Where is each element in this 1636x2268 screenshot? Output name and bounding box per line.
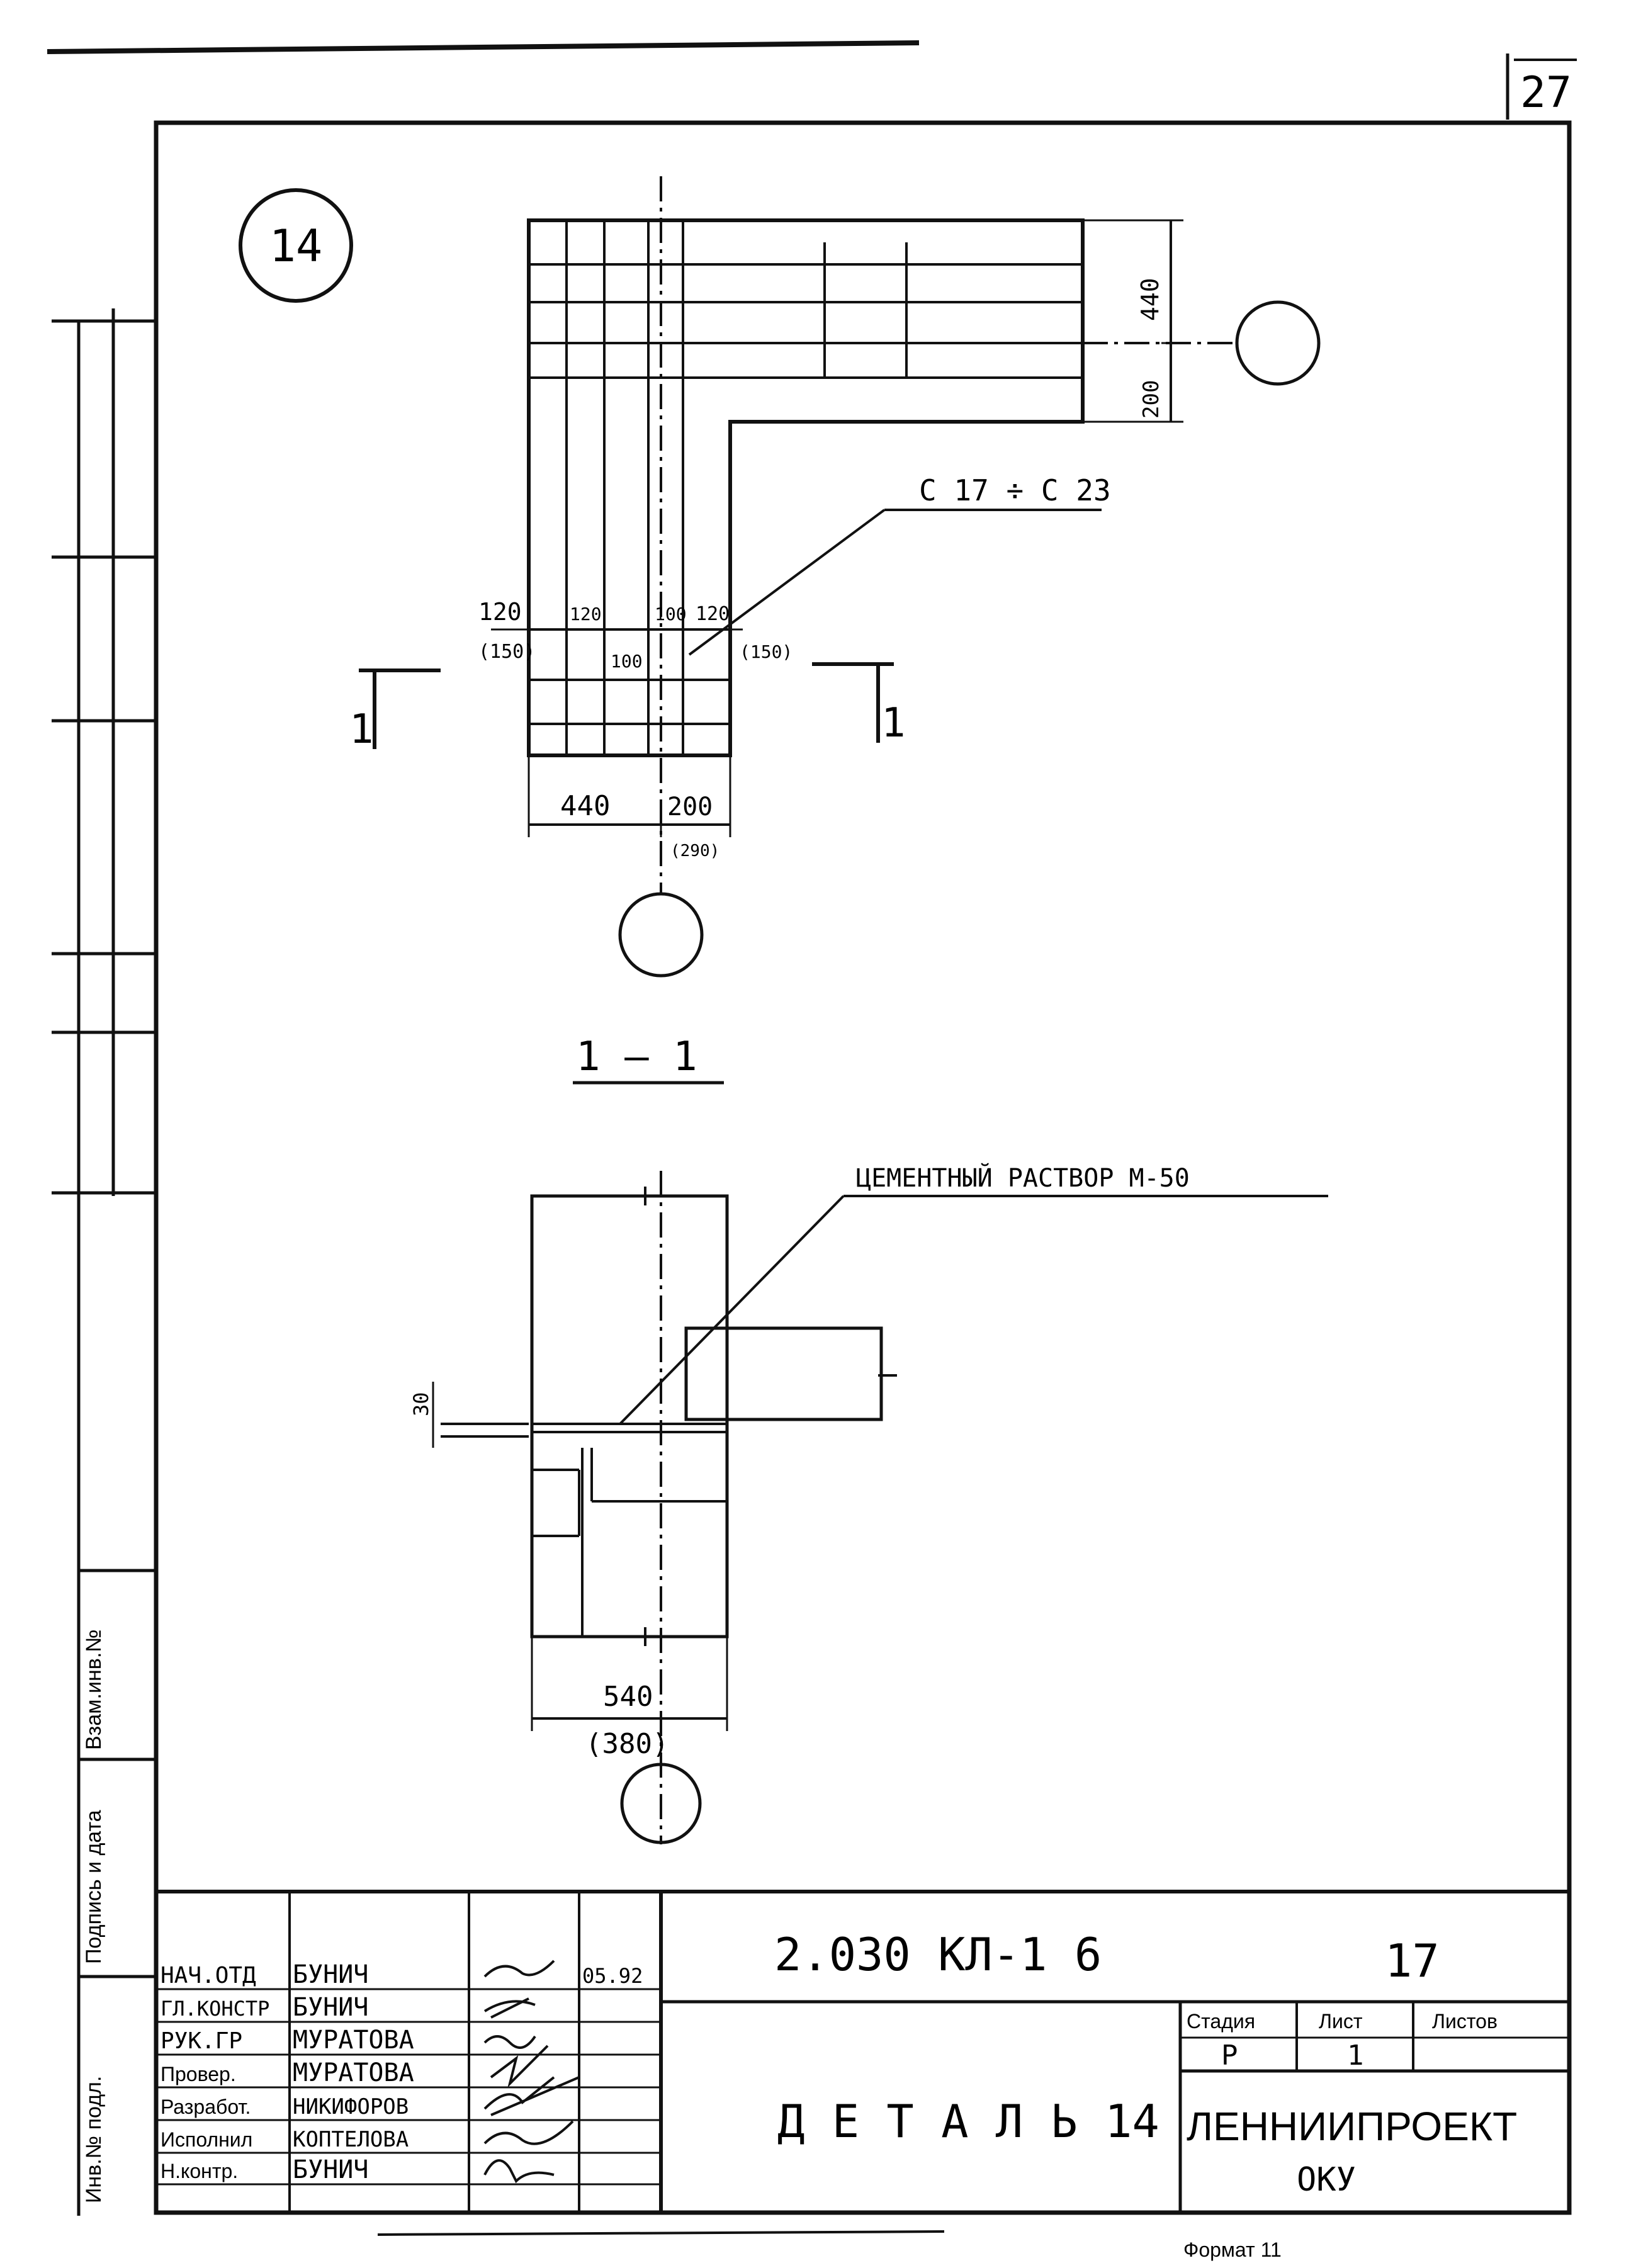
detail-marker-number: 14 bbox=[269, 220, 322, 272]
plan-dim-120-left: 120 bbox=[478, 598, 522, 626]
title-block-rows: НАЧ.ОТД БУНИЧ 05.92 ГЛ.КОНСТР БУНИЧ РУК.… bbox=[161, 1960, 643, 2184]
department-name: ОКУ bbox=[1297, 2161, 1356, 2199]
plan-dim-290-bottom: (290) bbox=[670, 842, 719, 860]
plan-dim-150-left: (150) bbox=[478, 641, 535, 663]
stamp-podpis-data: Подпись и дата bbox=[82, 1810, 106, 1964]
row-role: Н.контр. bbox=[161, 2160, 238, 2182]
plan-dim-100b: 100 bbox=[655, 604, 687, 624]
organization-name: ЛЕННИИПРОЕКТ bbox=[1187, 2104, 1517, 2149]
row-role: НАЧ.ОТД bbox=[161, 1963, 256, 1989]
section-dim-380: (380) bbox=[585, 1728, 669, 1760]
row-name: КОПТЕЛОВА bbox=[293, 2127, 409, 2152]
section-callout-mortar: ЦЕМЕНТНЫЙ РАСТВОР М-50 bbox=[856, 1163, 1190, 1193]
plan-dim-120c: 120 bbox=[696, 603, 730, 625]
signatures bbox=[483, 1960, 580, 2184]
row-role: Исполнил bbox=[161, 2128, 252, 2151]
row-name: БУНИЧ bbox=[293, 1960, 368, 1989]
row-role: Разработ. bbox=[161, 2096, 251, 2118]
stamp-inv-podl: Инв.№ подл. bbox=[82, 2076, 106, 2203]
plan-dim-150b: (150) bbox=[740, 641, 793, 662]
section-mark-left: 1 bbox=[349, 706, 374, 753]
row-name: НИКИФОРОВ bbox=[293, 2094, 409, 2119]
left-binding-strip bbox=[52, 308, 156, 2216]
sheet-total-number: 17 bbox=[1385, 1934, 1440, 1987]
row-role: ГЛ.КОНСТР bbox=[161, 1997, 269, 2021]
detail-marker-circle bbox=[239, 188, 353, 303]
section-dim-30: 30 bbox=[409, 1392, 433, 1416]
plan-dim-120b: 120 bbox=[570, 604, 602, 624]
plan-dim-200-right: 200 bbox=[1139, 380, 1164, 419]
stamp-vzam-inv: Взам.инв.№ bbox=[82, 1629, 106, 1750]
plan-dim-200-bottom: 200 bbox=[667, 793, 713, 821]
plan-dim-440-bottom: 440 bbox=[560, 790, 610, 822]
corner-sheet-number: 27 bbox=[1520, 68, 1572, 118]
plan-callout-bars: C 17 ÷ C 23 bbox=[919, 473, 1111, 507]
main-frame bbox=[154, 120, 1572, 2215]
section-dim-540: 540 bbox=[603, 1681, 653, 1713]
drawing-title: Д Е Т А Л Ь 14 bbox=[777, 2095, 1159, 2148]
plan-view bbox=[359, 176, 1321, 1085]
row-name: МУРАТОВА bbox=[293, 2058, 414, 2087]
row-role: Провер. bbox=[161, 2063, 236, 2085]
sheets-label: Листов bbox=[1432, 2010, 1498, 2033]
row-name: БУНИЧ bbox=[293, 1993, 368, 2022]
sheet-label: Лист bbox=[1319, 2010, 1363, 2033]
plan-dim-440-right: 440 bbox=[1136, 278, 1164, 321]
section-mark-right: 1 bbox=[881, 700, 906, 747]
stage-value: Р bbox=[1221, 2040, 1238, 2072]
top-scan-line bbox=[47, 40, 920, 54]
row-name: БУНИЧ bbox=[293, 2155, 368, 2184]
bottom-scan-line bbox=[377, 2230, 945, 2236]
sheet-value: 1 bbox=[1347, 2040, 1364, 2072]
title-block-grid bbox=[156, 1890, 1569, 2213]
document-code: 2.030 КЛ-1 6 bbox=[774, 1928, 1102, 1981]
format-label: Формат 11 bbox=[1183, 2238, 1282, 2261]
row-date: 05.92 bbox=[582, 1964, 643, 1988]
row-name: МУРАТОВА bbox=[293, 2026, 414, 2055]
row-role: РУК.ГР bbox=[161, 2028, 242, 2054]
section-title: 1 — 1 bbox=[576, 1034, 697, 1080]
plan-dim-100a: 100 bbox=[611, 651, 643, 672]
stage-label: Стадия bbox=[1187, 2010, 1255, 2033]
section-view bbox=[432, 1171, 1328, 1844]
